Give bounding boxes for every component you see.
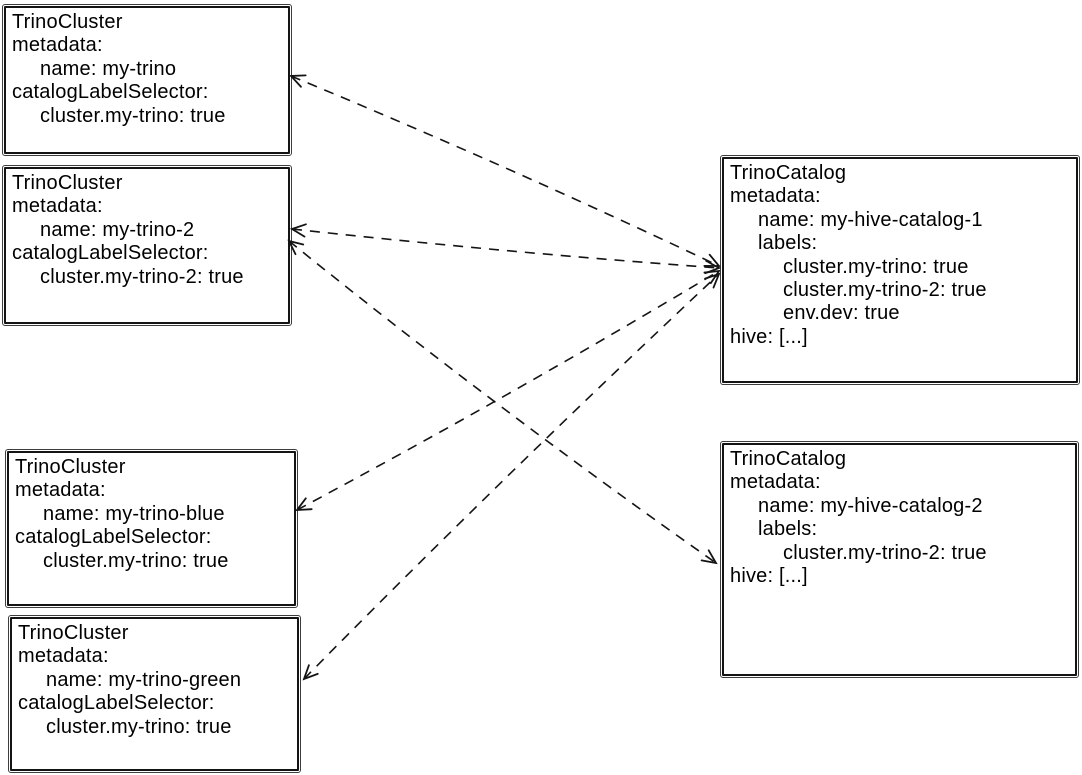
text-line: metadata: [12,195,103,218]
text-line: catalogLabelSelector: [15,526,212,549]
text-line: metadata: [730,185,821,208]
text-line: cluster.my-trino: true [40,104,226,127]
text-line: cluster.my-trino-2: true [783,541,987,564]
text-line: catalogLabelSelector: [12,242,209,265]
text-line: name: my-trino-green [46,668,242,691]
text-line: catalogLabelSelector: [12,81,209,104]
text-line: TrinoCatalog [730,448,847,470]
text-line: TrinoCluster [15,456,126,478]
text-line: name: my-hive-catalog-1 [758,208,983,231]
text-line: TrinoCatalog [730,162,847,184]
text-line: TrinoCluster [18,622,129,644]
text-line: name: my-trino-2 [40,218,195,241]
text-line: name: my-hive-catalog-2 [758,494,983,517]
connection-trino-cluster-my-trino-to-trino-catalog-my-hive-catalog-1 [291,76,719,266]
text-line: cluster.my-trino-2: true [40,265,244,288]
text-line: labels: [758,518,818,541]
text-line: cluster.my-trino: true [46,715,232,738]
text-line: env.dev: true [783,302,900,325]
connection-trino-cluster-my-trino-2-to-trino-catalog-my-hive-catalog-2 [289,241,716,563]
connection-trino-cluster-my-trino-blue-to-trino-catalog-my-hive-catalog-1 [297,271,719,510]
text-line: hive: [...] [730,565,808,588]
text-line: name: my-trino [40,57,177,80]
text-line: name: my-trino-blue [43,502,225,525]
text-line: catalogLabelSelector: [18,692,215,715]
text-line: metadata: [18,645,109,668]
text-line: metadata: [12,34,103,57]
text-line: TrinoCluster [12,11,123,33]
text-line: hive: [...] [730,325,808,348]
text-line: cluster.my-trino: true [783,255,969,278]
text-line: TrinoCluster [12,172,123,194]
text-line: metadata: [730,471,821,494]
text-line: cluster.my-trino-2: true [783,279,987,302]
text-line: cluster.my-trino: true [43,549,229,572]
text-line: labels: [758,232,818,255]
text-line: metadata: [15,479,106,502]
connection-trino-cluster-my-trino-2-to-trino-catalog-my-hive-catalog-1 [292,229,719,268]
connection-trino-cluster-my-trino-green-to-trino-catalog-my-hive-catalog-1 [304,274,719,679]
